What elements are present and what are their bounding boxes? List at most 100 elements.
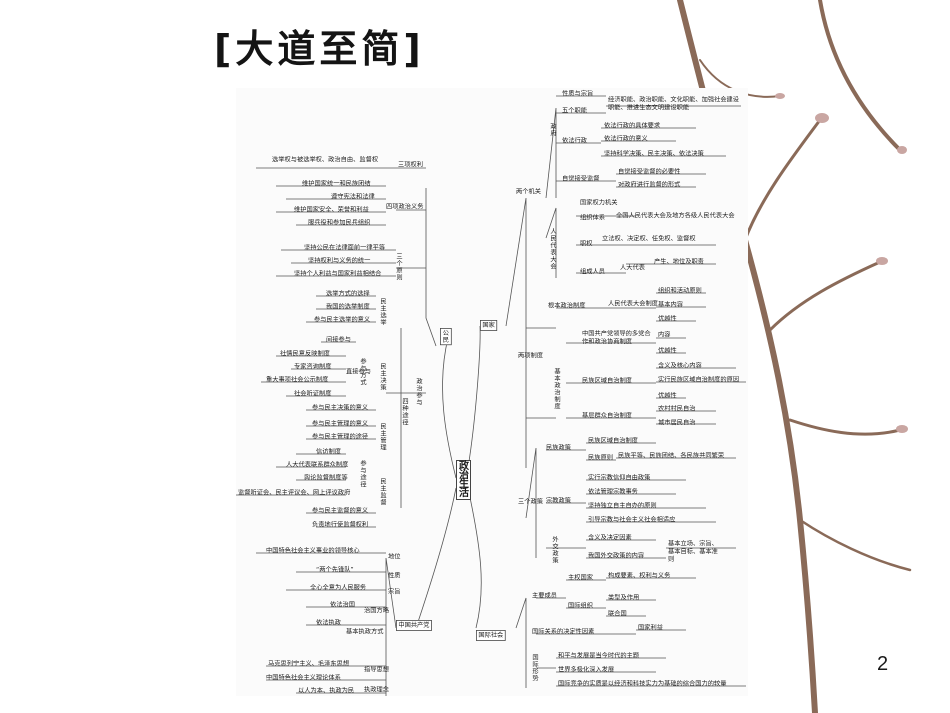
rights-detail-node: 选举权与被选举权、政治自由、监督权 <box>272 156 379 164</box>
npc-system-item: 组织和活动原则 <box>658 287 702 295</box>
two-systems-node: 两项制度 <box>518 352 543 360</box>
page-number: 2 <box>877 653 889 675</box>
party-item: 地位 <box>388 553 401 561</box>
management-item: 参与民主管理的途径 <box>312 433 369 441</box>
gov-item: 五个职能 <box>562 107 587 115</box>
election-node: 民主选举 <box>380 298 387 327</box>
npc-system-item: 优越性 <box>658 315 677 323</box>
gov-item: 性质与宗旨 <box>562 90 594 98</box>
decision-item: 间接参与 <box>326 336 351 344</box>
intl-item: 主权国家 <box>568 574 593 582</box>
page-title: [大道至简] <box>214 27 419 71</box>
party-item: 依法执政 <box>316 619 341 627</box>
foreign-item: 基本立场、宗旨、基本目标、基本准则 <box>668 540 718 563</box>
root-node-political-life: 政治生活 <box>456 460 471 500</box>
party-item: 治国方略 <box>364 607 389 615</box>
mind-map: 政治生活 公民 三项权利 选举权与被选举权、政治自由、监督权 四项政治义务 维护… <box>236 88 748 696</box>
state-node: 国家 <box>480 320 498 331</box>
regional-item: 优越性 <box>658 392 677 400</box>
gov-item: 依法行政的具体要求 <box>604 122 661 130</box>
npc-system-item: 基本内容 <box>658 301 683 309</box>
npc-item: 产生、地位及职责 <box>654 258 704 266</box>
party-node: 中国共产党 <box>396 620 432 631</box>
party-item: 宗旨 <box>388 588 401 596</box>
religion-item: 坚持独立自主自办的原则 <box>588 502 657 510</box>
intl-item: 和平与发展是当今时代的主题 <box>558 652 640 660</box>
duty-item: 服兵役和参加民兵组织 <box>308 219 371 227</box>
religion-policy-node: 宗教政策 <box>546 497 571 505</box>
party-item: 全心全意为人民服务 <box>310 584 367 592</box>
principle-item: 坚持权利与义务的统一 <box>308 257 371 265</box>
intl-item: 联合国 <box>608 610 627 618</box>
intl-item: 世界多极化深入发展 <box>558 666 615 674</box>
intl-members-node: 主要成员 <box>532 592 557 600</box>
gov-item: 对政府进行监督的形式 <box>618 181 681 189</box>
decision-node: 民主决策 <box>380 363 387 392</box>
foreign-item: 含义及决定因素 <box>588 534 632 542</box>
intl-item: 国际关系的决定性因素 <box>532 628 595 636</box>
party-item: 执政理念 <box>364 686 389 694</box>
npc-system-node: 人民代表大会制度 <box>608 300 658 308</box>
intl-society-node: 国际社会 <box>476 630 506 641</box>
mind-map-connectors <box>236 95 746 696</box>
participation-node: 政治参与 <box>416 378 423 407</box>
gov-item: 经济职能、政治职能、文化职能、加强社会建设职能、推进生态文明建设职能 <box>608 96 740 111</box>
intl-item: 类型及作用 <box>608 594 640 602</box>
religion-item: 依法管理宗教事务 <box>588 488 638 496</box>
party-item: 基本执政方式 <box>346 628 384 636</box>
gov-item: 坚持科学决策、民主决策、依法决策 <box>604 150 704 158</box>
principle-item: 坚持公民在法律面前一律平等 <box>304 244 386 252</box>
two-organs-node: 两个机关 <box>516 188 541 196</box>
supervision-item: 舆论监督制度等 <box>304 474 348 482</box>
management-item: 参与民主管理的意义 <box>312 420 369 428</box>
regional-item: 实行民族区域自治制度的原因 <box>658 376 740 384</box>
supervision-item: 负责地行使监督权利 <box>312 521 369 529</box>
duty-item: 维护国家安全、荣誉和利益 <box>294 206 369 214</box>
decision-item: 社会听证制度 <box>294 390 332 398</box>
npc-item: 职权 <box>580 240 593 248</box>
basic-systems-node: 基本政治制度 <box>554 368 561 411</box>
party-item: 中国特色社会主义事业的领导核心 <box>266 547 360 555</box>
party-item: 依法治国 <box>330 601 355 609</box>
intl-item: 国际形势 <box>532 654 539 683</box>
three-policies-node: 三个政策 <box>518 498 543 506</box>
four-ways-node: 四种途径 <box>402 398 409 427</box>
supervision-item: 人大代表联系群众制度 <box>286 461 349 469</box>
intl-item: 构成要素、权利与义务 <box>608 572 671 580</box>
gov-item: 依法行政的意义 <box>604 135 648 143</box>
ethnic-item: 民族原则 <box>588 454 613 462</box>
npc-item: 人大代表 <box>620 264 645 272</box>
decision-item: 直接参与 <box>346 368 371 376</box>
grassroots-node: 基层群众自治制度 <box>582 412 632 420</box>
duty-item: 维护国家统一和民族团结 <box>302 180 371 188</box>
npc-item: 组织体系 <box>580 214 605 222</box>
religion-item: 引导宗教与社会主义社会相适应 <box>588 516 676 524</box>
supervision-ways-node: 参与途径 <box>360 460 367 489</box>
ethnic-policy-node: 民族政策 <box>546 444 571 452</box>
election-item: 参与民主选举的意义 <box>314 316 371 324</box>
party-item: 性质 <box>388 572 401 580</box>
grassroots-item: 农村村民自治 <box>658 405 696 413</box>
principle-item: 坚持个人利益与国家利益相结合 <box>294 270 382 278</box>
npc-item: 组成人员 <box>580 268 605 276</box>
decision-ways-node: 参与方式 <box>360 358 367 387</box>
decision-item: 专家咨询制度 <box>294 363 332 371</box>
decision-item: 重大事项社会公示制度 <box>266 376 329 384</box>
duty-item: 遵守宪法和法律 <box>331 193 375 201</box>
duties-node: 四项政治义务 <box>386 203 424 211</box>
ethnic-item: 民族区域自治制度 <box>588 437 638 445</box>
religion-item: 实行宗教信仰自由政策 <box>588 474 651 482</box>
gov-item: 自觉接受监督的必要性 <box>618 168 681 176</box>
npc-item: 全国人民代表大会及地方各级人民代表大会 <box>616 212 735 220</box>
party-item: “两个先锋队” <box>316 566 354 574</box>
regional-node: 民族区域自治制度 <box>582 377 632 385</box>
intl-item: 国家利益 <box>638 624 663 632</box>
election-item: 选举方式的选择 <box>326 290 370 298</box>
decision-item: 社情民意反映制度 <box>280 350 330 358</box>
gov-item: 自觉接受监督 <box>562 175 600 183</box>
supervision-item: 信访制度 <box>316 448 341 456</box>
cpc-cooperation-node: 中国共产党领导的多党合作和政治协商制度 <box>582 330 651 345</box>
government-node: 政府 <box>550 123 557 138</box>
npc-item: 国家权力机关 <box>580 199 618 207</box>
npc-node: 人民代表大会 <box>550 228 557 271</box>
